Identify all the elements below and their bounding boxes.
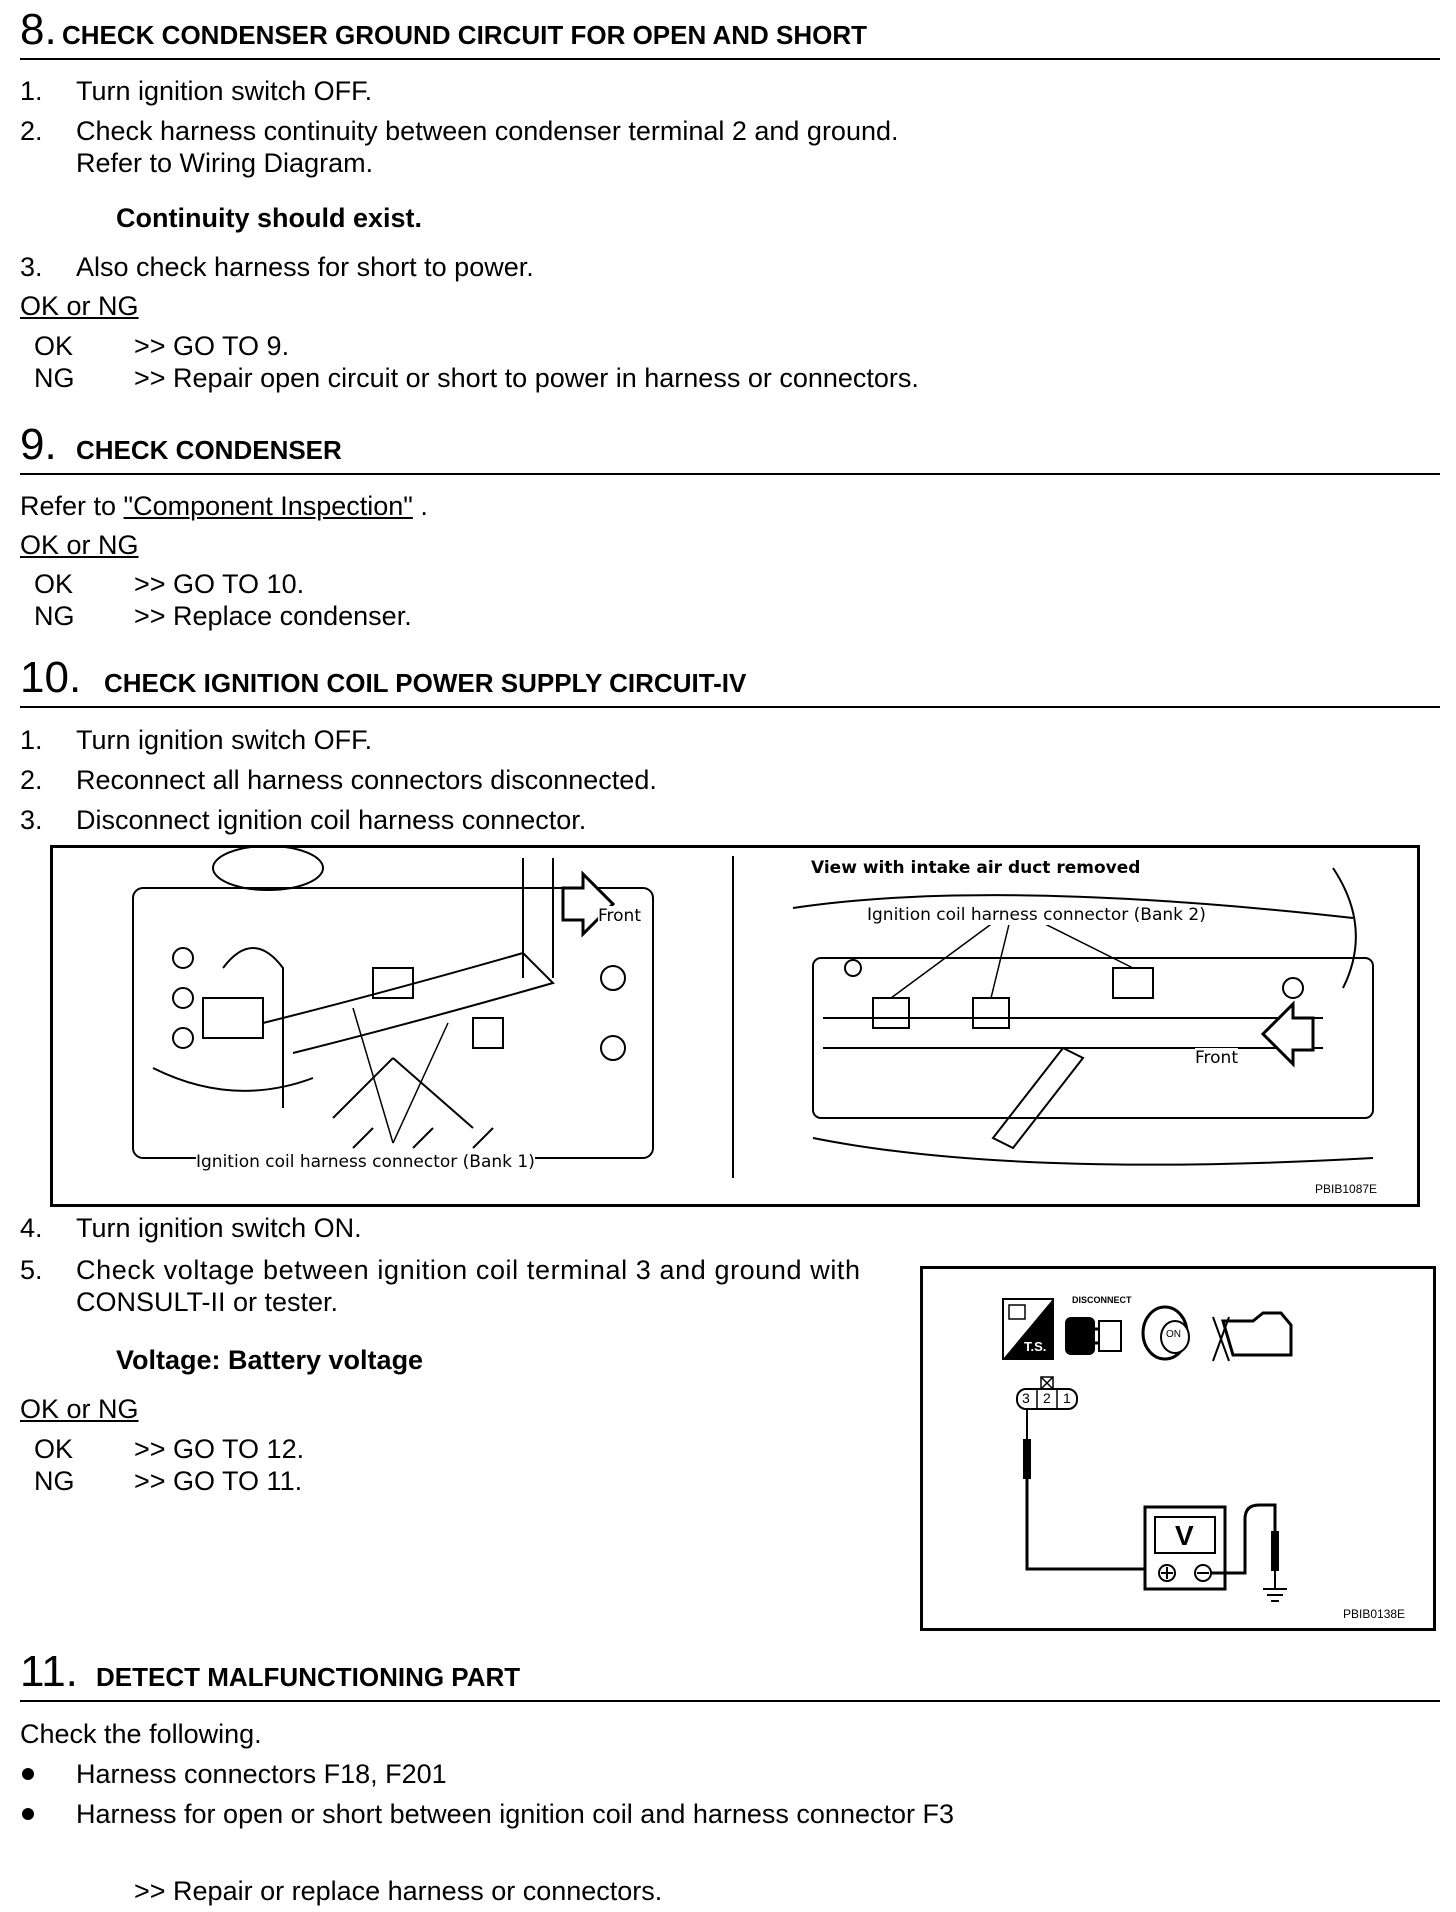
section-title: CHECK CONDENSER	[76, 435, 342, 465]
disconnect-label: DISCONNECT	[1072, 1295, 1132, 1305]
step-text: Also check harness for short to power.	[76, 252, 534, 282]
section-11-header: 11. DETECT MALFUNCTIONING PART	[20, 1642, 1440, 1702]
step-text: CONSULT-II or tester.	[76, 1287, 339, 1317]
refer-line: Refer to "Component Inspection" .	[20, 490, 428, 522]
ok-ng-label: OK or NG	[20, 1394, 139, 1424]
step-text: Check harness continuity between condens…	[76, 116, 899, 146]
refer-suffix: .	[412, 491, 428, 521]
ok-ng-label: OK or NG	[20, 530, 139, 560]
pin-3: 3	[1022, 1390, 1030, 1406]
list-item-text: Harness for open or short between igniti…	[76, 1799, 955, 1829]
step-text: Turn ignition switch OFF.	[76, 725, 373, 755]
result-key: NG	[34, 1466, 75, 1496]
section-9-header: 9. CHECK CONDENSER	[20, 415, 1440, 475]
section-number: 10.	[20, 653, 82, 702]
result-key: OK	[34, 1434, 74, 1464]
step-text: Reconnect all harness connectors disconn…	[76, 765, 657, 795]
figure-code: PBIB1087E	[1315, 1182, 1378, 1196]
ignition-on-label: ON	[1166, 1329, 1181, 1340]
list-item-text: Harness connectors F18, F201	[76, 1759, 447, 1789]
view-caption: View with intake air duct removed	[811, 858, 1141, 879]
step-number: 3.	[20, 805, 43, 835]
section-number: 8.	[20, 5, 57, 54]
voltmeter-label: V	[1175, 1520, 1194, 1551]
engine-illustration	[132, 848, 1374, 1178]
voltage-check-figure: DISCONNECT T.S. ON 3 2 1 V PBIB0138E	[920, 1266, 1436, 1631]
pin-2: 2	[1043, 1390, 1051, 1406]
result-key: OK	[34, 331, 74, 361]
front-label-left: Front	[598, 906, 641, 927]
step-number: 1.	[20, 76, 43, 106]
refer-prefix: Refer to	[20, 491, 124, 521]
section-number: 9.	[20, 420, 57, 469]
result-value: >> Replace condenser.	[134, 601, 412, 631]
step-text: Check voltage between ignition coil term…	[76, 1255, 861, 1285]
step-text: Turn ignition switch ON.	[76, 1213, 362, 1243]
ok-ng-label: OK or NG	[20, 291, 139, 321]
step-text: Disconnect ignition coil harness connect…	[76, 805, 587, 835]
section-8-header: 8. CHECK CONDENSER GROUND CIRCUIT FOR OP…	[20, 0, 1440, 60]
step-number: 4.	[20, 1213, 43, 1243]
spec-text: Continuity should exist.	[116, 203, 423, 233]
bullet-icon	[22, 1768, 34, 1780]
section-10-header: 10. CHECK IGNITION COIL POWER SUPPLY CIR…	[20, 648, 1440, 708]
result-value: >> GO TO 12.	[134, 1434, 305, 1464]
section-title: CHECK CONDENSER GROUND CIRCUIT FOR OPEN …	[62, 20, 868, 50]
section-title: DETECT MALFUNCTIONING PART	[96, 1662, 521, 1692]
step-number: 5.	[20, 1255, 43, 1285]
step-number: 2.	[20, 116, 43, 146]
component-inspection-link[interactable]: "Component Inspection"	[123, 491, 413, 521]
section-title: CHECK IGNITION COIL POWER SUPPLY CIRCUIT…	[104, 668, 747, 698]
bullet-icon	[22, 1808, 34, 1820]
step-number: 3.	[20, 252, 43, 282]
bank1-connector-label: Ignition coil harness connector (Bank 1)	[196, 1152, 535, 1173]
ts-label: T.S.	[1024, 1339, 1047, 1354]
result-value: >> Repair open circuit or short to power…	[134, 363, 919, 393]
step-number: 2.	[20, 765, 43, 795]
pin-1: 1	[1063, 1390, 1071, 1406]
intro-text: Check the following.	[20, 1719, 262, 1749]
engine-connector-figure: Front Ignition coil harness connector (B…	[50, 845, 1420, 1207]
step-number: 1.	[20, 725, 43, 755]
result-value: >> GO TO 9.	[134, 331, 290, 361]
figure-code: PBIB0138E	[1343, 1607, 1406, 1621]
result-key: NG	[34, 363, 75, 393]
voltage-circuit-diagram	[1002, 1298, 1293, 1602]
step-text: Refer to Wiring Diagram.	[76, 148, 374, 178]
result-value: >> GO TO 11.	[134, 1466, 303, 1496]
result-key: OK	[34, 569, 74, 599]
bank2-connector-label: Ignition coil harness connector (Bank 2)	[867, 905, 1206, 926]
front-label-right: Front	[1195, 1048, 1238, 1069]
result-key: NG	[34, 601, 75, 631]
result-value: >> GO TO 10.	[134, 569, 305, 599]
spec-text: Voltage: Battery voltage	[116, 1345, 424, 1375]
result-text: >> Repair or replace harness or connecto…	[134, 1876, 663, 1906]
step-text: Turn ignition switch OFF.	[76, 76, 373, 106]
section-number: 11.	[20, 1647, 78, 1696]
